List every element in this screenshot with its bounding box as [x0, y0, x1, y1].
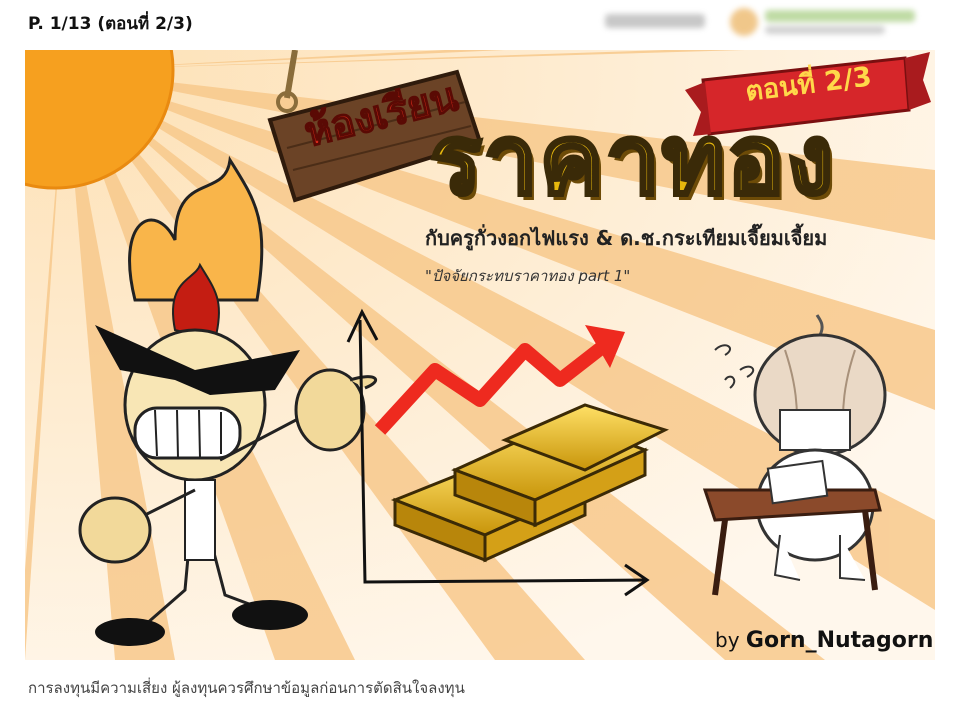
credit-name: Gorn_Nutagorn: [745, 628, 934, 653]
main-title: ราคาทอง: [428, 104, 836, 216]
gold-bars-icon: [390, 403, 669, 563]
chart-axes: [346, 308, 650, 597]
credit-prefix: by: [715, 628, 740, 652]
cover-illustration: ห้องเรียน ตอนที่ 2/3 ราคาทอง กับครูกั่วง…: [25, 50, 935, 660]
rising-arrow-icon: [374, 325, 625, 435]
chicken-teacher-icon: [78, 155, 378, 646]
episode-ribbon: [685, 52, 931, 136]
investment-disclaimer: การลงทุนมีความเสี่ยง ผู้ลงทุนควรศึกษาข้อ…: [28, 679, 465, 697]
page-label: P. 1/13 (ตอนที่ 2/3): [28, 14, 193, 34]
episode-topic: "ปัจจัยกระทบราคาทอง part 1": [425, 267, 631, 285]
blurred-brand-logo: [605, 6, 915, 40]
sun-icon: [25, 50, 175, 190]
wooden-sign-board: [267, 69, 483, 203]
author-credit: by Gorn_Nutagorn: [715, 628, 933, 653]
subtitle: กับครูกั่วงอกไฟแรง & ด.ช.กระเทียมเจี๊ยมเ…: [425, 226, 828, 250]
garlic-character-icon: [702, 314, 887, 596]
